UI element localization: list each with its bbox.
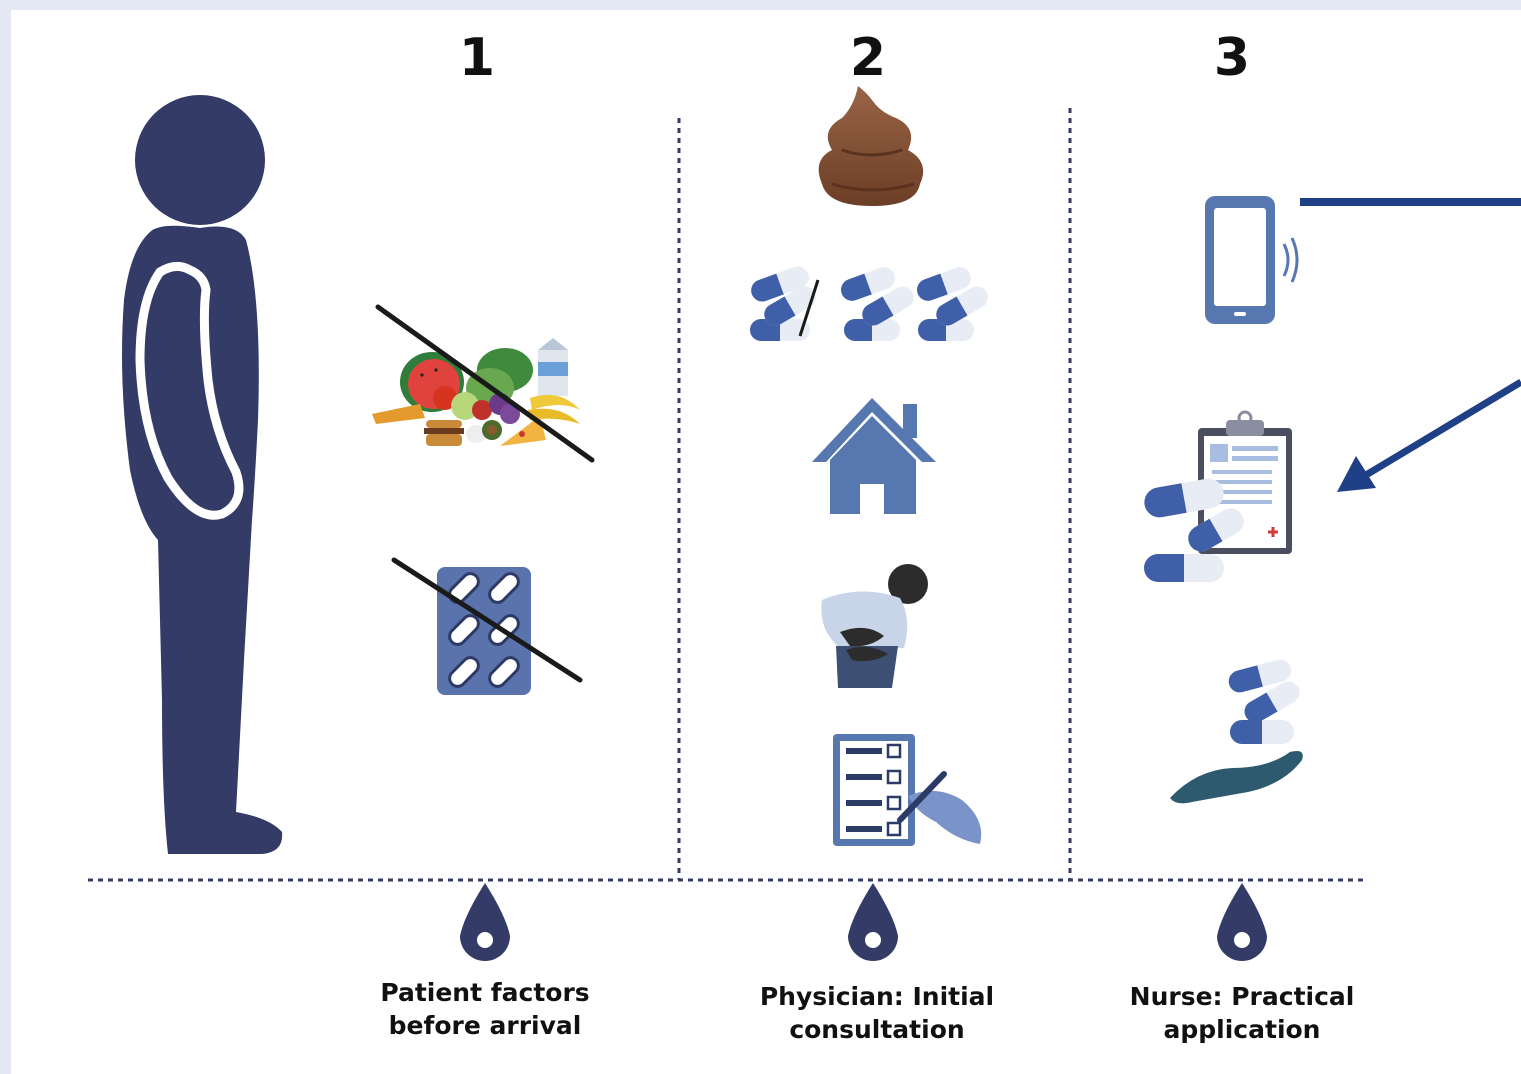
capsules-icon	[750, 266, 988, 341]
patient-figure-icon	[122, 95, 283, 854]
step-number-2: 2	[849, 28, 887, 88]
step-number-3: 3	[1213, 28, 1251, 88]
location-marker-icon	[1217, 883, 1267, 961]
location-marker-icon	[848, 883, 898, 961]
arrow-icon	[1300, 198, 1521, 492]
step-3-caption: Nurse: Practical application	[1112, 980, 1372, 1046]
phone-icon	[1205, 196, 1299, 324]
step-number-1: 1	[458, 28, 496, 88]
location-marker-icon	[460, 883, 510, 961]
step-2-caption-line-2: consultation	[789, 1015, 965, 1044]
step-3-caption-line-2: application	[1163, 1015, 1321, 1044]
step-2-caption: Physician: Initial consultation	[747, 980, 1007, 1046]
pill-blister-icon	[391, 557, 583, 695]
medical-record-icon	[1144, 410, 1292, 582]
step-2-caption-line-1: Physician: Initial	[759, 982, 995, 1011]
step-3-caption-line-1: Nurse: Practical	[1129, 982, 1355, 1011]
food-icon	[372, 304, 595, 463]
step-1-caption-line-1: Patient factors	[380, 978, 590, 1007]
stool-icon	[818, 86, 924, 206]
checklist-icon	[833, 734, 982, 846]
medication-hand-icon	[1170, 659, 1303, 804]
step-1-caption: Patient factors before arrival	[355, 976, 615, 1042]
diagram-canvas: 1 2 3 Patient factors before arrival Phy…	[11, 10, 1521, 1074]
step-1-caption-line-2: before arrival	[388, 1011, 582, 1040]
house-icon	[812, 398, 936, 514]
abdominal-pain-person-icon	[821, 564, 928, 688]
diagram-graphics	[88, 86, 1521, 961]
